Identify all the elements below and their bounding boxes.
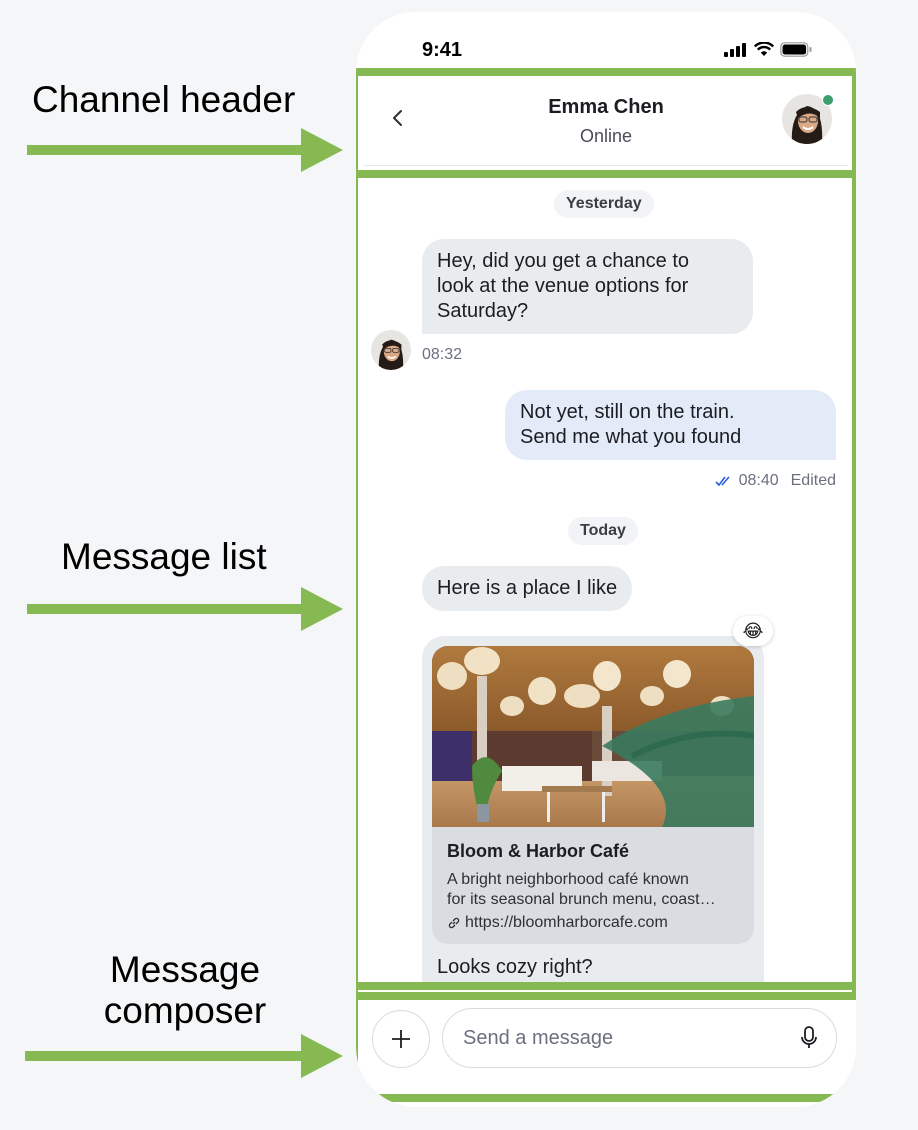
message-timestamp: 08:32 [422, 346, 463, 363]
chevron-left-icon[interactable] [386, 106, 410, 130]
message-bubble-incoming[interactable]: Here is a place I like [422, 566, 633, 611]
message-meta: 08:40 Edited [715, 472, 836, 490]
arrow-message-composer [25, 1034, 343, 1078]
link-preview-image[interactable] [432, 646, 754, 827]
phone-frame: 9:41 Emma Chen Online [356, 12, 856, 1107]
avatar-photo [371, 330, 411, 370]
annotation-message-list: Message list [61, 536, 267, 577]
link-icon [448, 917, 460, 929]
message-bubble-link-preview[interactable]: Bloom & Harbor Café A bright neighborhoo… [422, 636, 764, 1006]
message-input-placeholder: Send a message [463, 1027, 614, 1049]
arrow-message-list [27, 587, 343, 631]
message-caption: Looks cozy right? [437, 956, 593, 978]
attach-button[interactable] [372, 1010, 430, 1068]
double-check-icon [715, 476, 730, 487]
message-bubble-incoming[interactable]: Hey, did you get a chance to look at the… [422, 239, 753, 334]
arrow-channel-header [27, 128, 343, 172]
channel-title: Emma Chen [548, 96, 664, 118]
battery-icon [780, 42, 812, 57]
reaction-badge[interactable]: 😂 [733, 616, 773, 646]
plus-icon [392, 1030, 410, 1048]
link-preview-body[interactable]: Bloom & Harbor Café A bright neighborhoo… [432, 827, 754, 944]
message-input[interactable]: Send a message [442, 1008, 837, 1068]
channel-status: Online [579, 126, 633, 146]
microphone-icon[interactable] [798, 1025, 820, 1051]
channel-header: Emma Chen Online [364, 76, 848, 166]
date-separator-yesterday: Yesterday [554, 190, 654, 218]
annotation-message-composer: Message composer [103, 949, 267, 1031]
edited-label: Edited [790, 472, 836, 489]
status-bar: 9:41 [356, 12, 856, 67]
message-bubble-outgoing[interactable]: Not yet, still on the train. Send me wha… [505, 390, 836, 460]
cellular-signal-icon [724, 42, 746, 57]
message-composer: Send a message [356, 990, 856, 1107]
wifi-icon [754, 42, 774, 56]
message-timestamp: 08:40 [738, 472, 779, 489]
link-preview-title: Bloom & Harbor Café [447, 841, 630, 861]
cafe-photo [432, 646, 754, 827]
annotation-channel-header: Channel header [32, 79, 296, 120]
status-time: 9:41 [422, 39, 463, 61]
avatar[interactable] [371, 330, 411, 370]
date-separator-today: Today [568, 517, 638, 545]
link-preview-url[interactable]: https://bloomharborcafe.com [447, 914, 739, 932]
online-indicator [822, 94, 834, 106]
link-preview-description: A bright neighborhood café known for its… [447, 871, 716, 908]
